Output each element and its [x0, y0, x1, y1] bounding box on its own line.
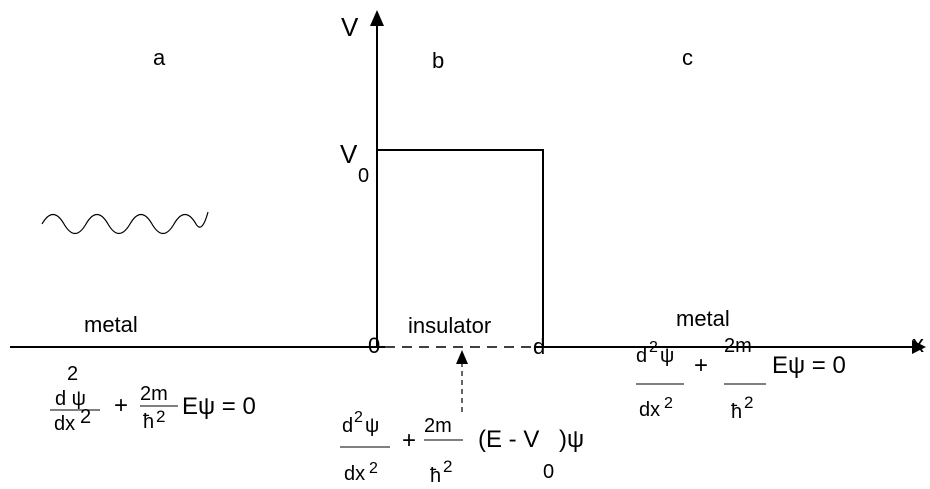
eq-right-plus: + — [694, 352, 708, 379]
equation-left: 2 d ψ dx 2 + 2m ħ 2 Eψ = 0 — [50, 363, 256, 435]
barrier-height-subscript: 0 — [358, 165, 369, 187]
equation-right: d 2 ψ dx 2 + 2m ħ 2 Eψ = 0 — [636, 335, 846, 423]
region-label-a: a — [153, 45, 166, 70]
eq-middle-denominator: dx — [344, 463, 365, 485]
x-axis-arrowhead — [912, 340, 926, 354]
eq-left-den-sup: 2 — [80, 406, 91, 428]
region-label-b: b — [432, 48, 444, 73]
eq-left-coef-den: ħ — [143, 411, 154, 433]
material-label-right: metal — [676, 306, 730, 331]
eq-middle-rhs: (E - V — [478, 426, 539, 453]
eq-right-coef-num: 2m — [724, 335, 752, 357]
eq-middle-rhs-end: )ψ — [559, 426, 584, 453]
eq-middle-num-psi: ψ — [365, 415, 379, 437]
eq-right-coef-den-sup: 2 — [744, 393, 753, 412]
eq-middle-coef-num: 2m — [424, 415, 452, 437]
eq-middle-rhs-sub: 0 — [543, 461, 554, 483]
barrier-width-label: d — [533, 334, 545, 359]
eq-middle-plus: + — [402, 427, 416, 454]
barrier-height-label: V — [340, 139, 358, 169]
eq-left-coef-den-sup: 2 — [156, 407, 165, 426]
eq-right-coef-den: ħ — [731, 401, 742, 423]
y-axis-arrowhead — [370, 10, 384, 26]
eq-left-denominator: dx — [54, 413, 75, 435]
eq-left-numerator: d ψ — [55, 388, 86, 410]
eq-left-sup: 2 — [67, 363, 78, 385]
equation-middle: d 2 ψ dx 2 + 2m ħ 2 (E - V )ψ 0 — [340, 409, 584, 487]
material-label-middle: insulator — [408, 313, 491, 338]
origin-label: 0 — [368, 333, 380, 358]
potential-barrier — [377, 149, 544, 347]
eq-left-coef-num: 2m — [140, 383, 168, 405]
eq-right-den-sup: 2 — [664, 395, 673, 412]
eq-right-num-sup: 2 — [649, 339, 658, 356]
eq-right-numerator: d — [636, 345, 647, 367]
eq-right-denominator: dx — [639, 399, 660, 421]
x-axis-label: x — [912, 331, 924, 358]
eq-right-rhs: Eψ = 0 — [772, 352, 846, 379]
material-label-left: metal — [84, 312, 138, 337]
eq-middle-coef-den-sup: 2 — [443, 457, 452, 476]
eq-middle-numerator: d — [342, 415, 353, 437]
eq-left-plus: + — [114, 392, 128, 419]
wave-function-squiggle — [41, 211, 209, 235]
equation-pointer-arrowhead — [456, 350, 468, 364]
eq-middle-num-sup: 2 — [354, 409, 363, 426]
eq-left-rhs: Eψ = 0 — [182, 393, 256, 420]
eq-middle-den-sup: 2 — [369, 460, 378, 477]
eq-right-num-psi: ψ — [660, 345, 674, 367]
region-label-c: c — [682, 45, 693, 70]
eq-middle-coef-den: ħ — [430, 465, 441, 487]
y-axis-label: V — [341, 12, 359, 42]
